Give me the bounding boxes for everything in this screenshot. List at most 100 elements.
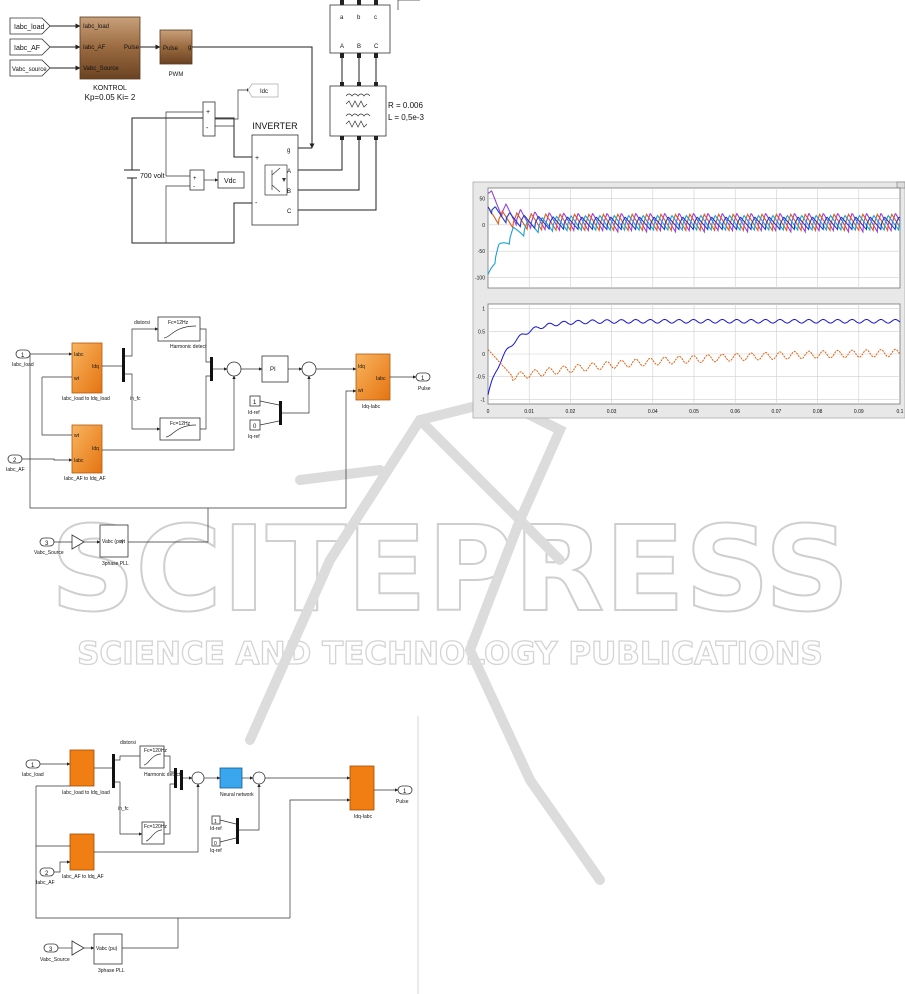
nn-iq-ref-const[interactable]: 0 bbox=[211, 837, 221, 847]
nn-demux bbox=[112, 754, 115, 788]
pi-demux bbox=[122, 348, 125, 382]
nn-id-ref-label: Id-ref bbox=[210, 826, 222, 832]
chart-1: 500-50-100 bbox=[475, 188, 901, 288]
svg-text:2: 2 bbox=[45, 871, 49, 877]
pi-filter-1-caption: Harmonic detect bbox=[170, 344, 207, 350]
nn-input-port-1[interactable]: 1 bbox=[25, 759, 41, 769]
rl-load-block[interactable] bbox=[329, 82, 387, 140]
nn-output-name: Pulse bbox=[396, 799, 409, 805]
svg-text:1: 1 bbox=[421, 376, 425, 382]
x-tick-label: 0.04 bbox=[648, 409, 658, 415]
svg-text:Iabc: Iabc bbox=[74, 458, 84, 464]
x-tick-label: 0.01 bbox=[524, 409, 534, 415]
nn-abc-to-dq-af-block[interactable] bbox=[69, 833, 95, 871]
svg-text:-: - bbox=[206, 125, 209, 132]
nn-id-ref-const[interactable]: 1 bbox=[211, 815, 221, 825]
pi-filter-1[interactable]: Fc=12Hz bbox=[157, 316, 201, 342]
svg-text:1: 1 bbox=[253, 400, 257, 406]
svg-text:b: b bbox=[357, 15, 361, 21]
pi-filter-2[interactable]: Fc=12Hz bbox=[159, 417, 201, 441]
svg-text:A: A bbox=[340, 44, 344, 50]
svg-text:g: g bbox=[287, 148, 290, 154]
svg-text:wt: wt bbox=[358, 388, 364, 394]
nn-abc-to-dq-load-block[interactable] bbox=[69, 749, 95, 787]
power-circuit: Iabc_load Iabc_AF Vabc_source Iabc_load … bbox=[9, 0, 425, 244]
nn-sum-2[interactable] bbox=[252, 771, 266, 785]
pi-input-port-1[interactable]: 1 bbox=[15, 349, 31, 359]
inverter-block[interactable]: g + - A B C bbox=[251, 134, 299, 226]
svg-text:A: A bbox=[287, 169, 291, 175]
pi-sum-1[interactable] bbox=[226, 361, 242, 377]
pi-abc-to-dq-load-block[interactable]: Iabc wt Idq bbox=[71, 342, 103, 394]
pi-sum-2[interactable] bbox=[301, 361, 317, 377]
scope-corner-button[interactable] bbox=[896, 181, 905, 189]
pi-output-name: Pulse bbox=[418, 386, 431, 392]
x-tick-label: 0 bbox=[487, 409, 490, 415]
chart-2-series-1 bbox=[487, 318, 901, 396]
kontrol-block[interactable]: Iabc_load Iabc_AF Vabc_Source Pulse bbox=[79, 16, 141, 80]
svg-text:B: B bbox=[357, 44, 361, 50]
nn-filter-1[interactable]: Fc=120Hz bbox=[139, 745, 167, 769]
y-tick-label: 0 bbox=[482, 223, 485, 229]
svg-text:3: 3 bbox=[49, 947, 53, 953]
pi-ih-label: ih_fc bbox=[130, 396, 141, 402]
x-tick-label: 0.06 bbox=[730, 409, 740, 415]
nn-output-port[interactable]: 1 bbox=[397, 785, 413, 795]
pi-pll-block[interactable]: Vabc (pu) wt bbox=[99, 524, 129, 558]
svg-text:Iabc_AF: Iabc_AF bbox=[83, 45, 106, 51]
nn-dq-to-abc-block[interactable] bbox=[349, 765, 375, 811]
svg-text:1: 1 bbox=[31, 763, 35, 769]
pi-abc-to-dq-af-block[interactable]: wt Iabc Idq bbox=[71, 424, 103, 474]
pi-input-port-3[interactable]: 3 bbox=[39, 537, 55, 547]
measurement-block[interactable]: a b c A B C bbox=[329, 0, 391, 58]
watermark-main: SCITEPRESS bbox=[50, 500, 849, 638]
nn-dq-abc-caption: Idq-Iabc bbox=[354, 814, 373, 820]
nn-input-name-2: Iabc_AF bbox=[36, 880, 55, 886]
dc-source[interactable] bbox=[124, 169, 140, 179]
x-tick-label: 0.08 bbox=[813, 409, 823, 415]
nn-input-name-1: Iabc_load bbox=[22, 772, 44, 778]
rl-inductance: L = 0,5e-3 bbox=[388, 113, 425, 122]
pi-dq-to-abc-block[interactable]: Idq wt Iabc bbox=[355, 353, 391, 401]
pi-controller-block[interactable]: PI bbox=[261, 355, 289, 383]
pi-gain-triangle[interactable] bbox=[71, 534, 85, 550]
pi-pll-caption: 3phase PLL bbox=[102, 561, 129, 567]
svg-text:Vdc: Vdc bbox=[224, 178, 237, 185]
nn-ih-label: ih_fc bbox=[118, 806, 129, 812]
kontrol-label: KONTROL bbox=[93, 85, 127, 92]
pi-input-port-2[interactable]: 2 bbox=[7, 454, 23, 464]
nn-abc-af-caption: Iabc_AF to Idq_AF bbox=[62, 874, 104, 880]
pwm-block[interactable]: Pulse g bbox=[159, 29, 193, 65]
input-tag-iabc-af[interactable]: Iabc_AF bbox=[9, 38, 51, 56]
nn-neural-network-block[interactable] bbox=[219, 767, 243, 789]
svg-text:Iabc: Iabc bbox=[74, 352, 84, 358]
idc-sum-block[interactable]: + - bbox=[202, 101, 216, 137]
svg-text:wt: wt bbox=[74, 433, 80, 439]
nn-filter-2[interactable]: Fc=120Hz bbox=[141, 821, 167, 845]
nn-pll-block[interactable]: Vabc (pu) bbox=[93, 933, 123, 965]
nn-input-port-2[interactable]: 2 bbox=[39, 867, 55, 877]
nn-input-port-3[interactable]: 3 bbox=[43, 943, 59, 953]
nn-gain-triangle[interactable] bbox=[71, 940, 85, 956]
input-tag-iabc-load[interactable]: Iabc_load bbox=[9, 17, 51, 35]
pi-iq-ref-label: Iq-ref bbox=[248, 434, 260, 440]
pi-id-ref-const[interactable]: 1 bbox=[249, 395, 261, 407]
nn-filter-1-caption: Harmonic detect bbox=[144, 772, 181, 778]
x-tick-label: 0.07 bbox=[772, 409, 782, 415]
input-tag-vabc-source[interactable]: Vabc_source bbox=[9, 59, 51, 77]
watermark-sub: SCIENCE AND TECHNOLOGY PUBLICATIONS bbox=[77, 636, 823, 672]
svg-text:Vabc (pu): Vabc (pu) bbox=[96, 946, 118, 952]
svg-text:Fc=12Hz: Fc=12Hz bbox=[170, 421, 191, 427]
svg-text:+: + bbox=[193, 176, 197, 182]
pi-input-name-1: Iabc_load bbox=[12, 362, 34, 368]
svg-text:0: 0 bbox=[253, 424, 257, 430]
pi-dq-abc-caption: Idq-Iabc bbox=[362, 404, 381, 410]
pi-output-port[interactable]: 1 bbox=[415, 372, 431, 382]
svg-text:3: 3 bbox=[45, 541, 49, 547]
pi-iq-ref-const[interactable]: 0 bbox=[249, 419, 261, 431]
nn-abc-load-caption: Iabc_load to Idq_load bbox=[62, 790, 110, 796]
svg-text:C: C bbox=[374, 44, 379, 50]
nn-sum-1[interactable] bbox=[191, 771, 205, 785]
vdc-sum-block[interactable]: + - bbox=[189, 169, 205, 191]
